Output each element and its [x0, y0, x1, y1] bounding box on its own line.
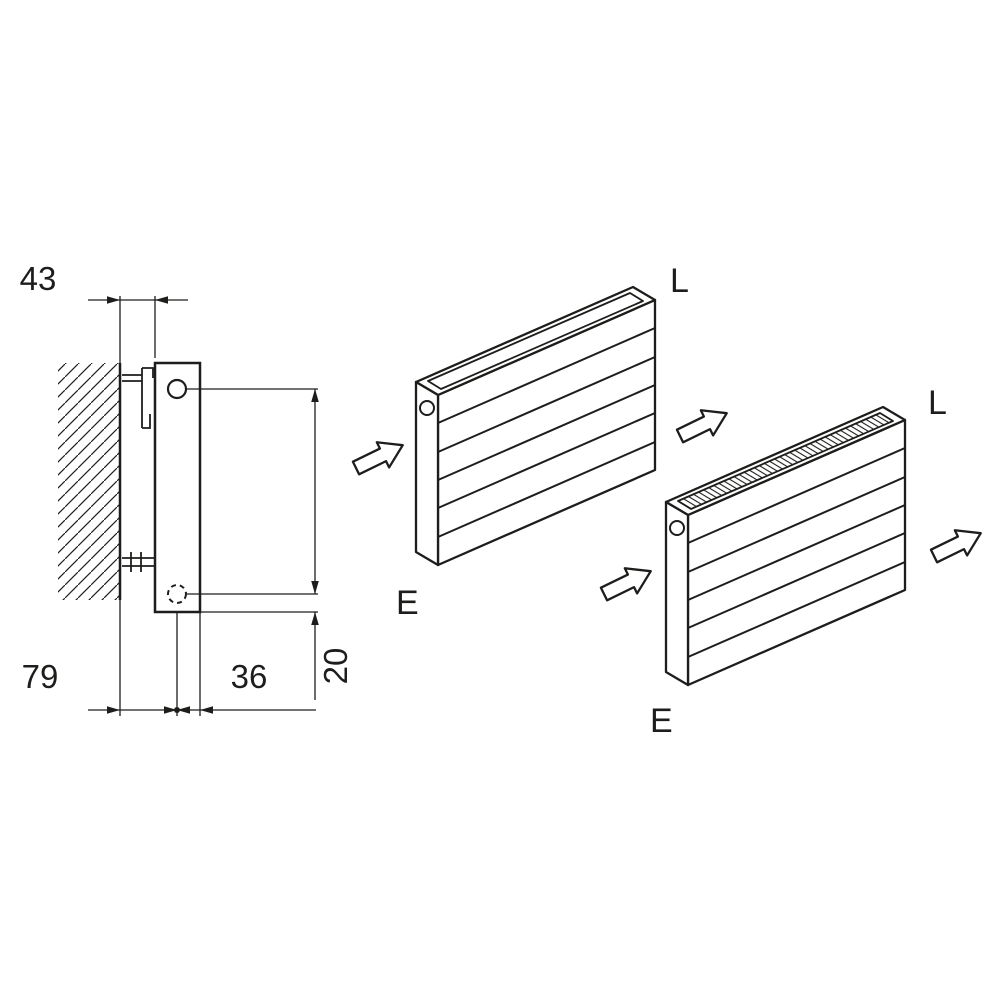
- flow-arrow-in-1: [351, 441, 404, 476]
- label-inlet-2: E: [650, 702, 673, 740]
- top-connection-circle: [166, 378, 188, 400]
- radiator1-pipe-hole: [419, 400, 435, 416]
- radiator2-end-face: [664, 500, 690, 687]
- radiator2-top-grille: [677, 412, 894, 510]
- dimension-79-36: 79 36: [22, 600, 316, 716]
- dim-label-79: 79: [22, 658, 59, 695]
- label-outlet-2: L: [928, 384, 947, 422]
- dim-label-43: 43: [20, 260, 57, 297]
- dim-label-36: 36: [231, 658, 268, 695]
- side-section-view: 43 20 79 36: [20, 260, 354, 716]
- radiator1-top-opening: [427, 292, 644, 390]
- wall-section-hatch: [58, 363, 120, 600]
- radiator2-slats: [687, 447, 906, 658]
- label-inlet-1: E: [396, 584, 419, 622]
- mounting-bolt-bottom: [122, 552, 155, 572]
- flow-arrow-in-2: [599, 567, 652, 602]
- radiator-iso-grille-top: L E: [599, 384, 982, 740]
- dimension-43: 43: [20, 260, 188, 363]
- radiator-side-profile: [153, 361, 202, 614]
- dimension-connection-span: [311, 389, 319, 594]
- label-outlet-1: L: [670, 262, 689, 300]
- radiator1-slats: [437, 327, 656, 538]
- dim-label-20: 20: [317, 648, 354, 685]
- radiator-iso-open-top: L E: [351, 262, 728, 622]
- radiator2-pipe-hole: [669, 520, 685, 536]
- mounting-bracket-top: [122, 367, 154, 429]
- flow-arrow-out-1: [675, 409, 728, 444]
- radiator1-end-face: [414, 380, 440, 567]
- dimension-20: 20: [311, 612, 354, 700]
- bottom-connection-circle: [167, 584, 187, 604]
- flow-arrow-out-2: [929, 529, 982, 564]
